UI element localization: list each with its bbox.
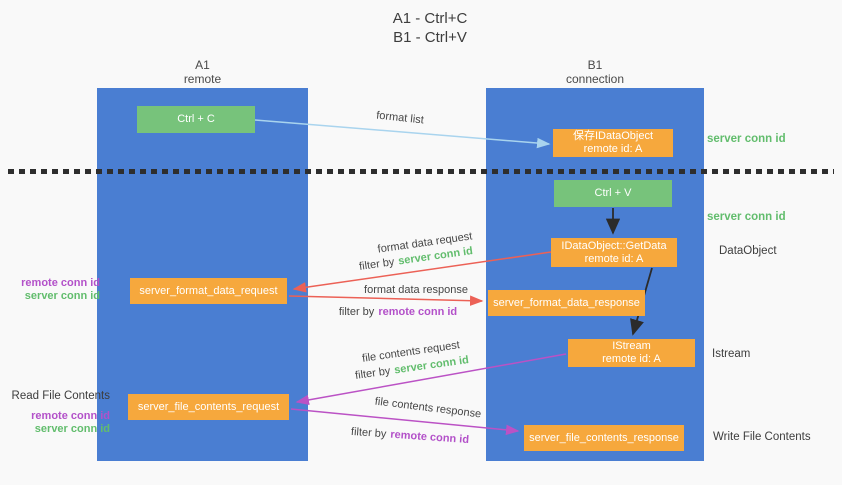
dotted-divider [8, 169, 834, 174]
lane-b-name: B1 [587, 58, 603, 72]
node-server-format-data-request: server_format_data_request [130, 278, 287, 304]
remote-conn-id-text: remote conn id [378, 306, 458, 318]
remote-conn-id-text: remote conn id [389, 428, 470, 447]
label-server-conn-id-mid: server conn id [707, 211, 786, 223]
lane-a-header: A1 remote [97, 58, 308, 86]
node-idataobject-getdata-line2: remote id: A [584, 252, 644, 265]
node-ctrl-c-label: Ctrl + C [177, 113, 215, 125]
node-server-format-data-request-label: server_format_data_request [139, 284, 278, 297]
lane-b-header: B1 connection [486, 58, 704, 86]
lane-a-name: A1 [195, 58, 210, 72]
node-idataobject-getdata-line1: IDataObject::GetData [561, 239, 667, 252]
node-istream-line2: remote id: A [602, 353, 661, 365]
node-server-file-contents-response: server_file_contents_response [524, 425, 684, 451]
lane-b-subtitle: connection [565, 72, 625, 86]
filter-by-text: filter by [350, 425, 387, 441]
title-line-2: B1 - Ctrl+V [393, 29, 467, 46]
label-format-list: format list [375, 109, 425, 127]
node-server-file-contents-response-label: server_file_contents_response [529, 431, 679, 444]
label-istream: Istream [712, 348, 751, 360]
node-server-file-contents-request: server_file_contents_request [128, 394, 289, 420]
node-ctrl-c: Ctrl + C [137, 106, 255, 133]
node-server-format-data-response-label: server_format_data_response [493, 296, 640, 309]
label-file-contents-response: file contents response [374, 395, 482, 421]
filter-by-text: filter by [358, 256, 396, 273]
label-server-conn-id-top: server conn id [707, 133, 786, 145]
arrow-file-contents-response [290, 408, 520, 436]
label-format-data-response: format data response [364, 284, 468, 296]
lane-a-subtitle: remote [183, 72, 222, 86]
node-save-idataobject-line2: remote id: A [583, 143, 643, 155]
node-idataobject-getdata: IDataObject::GetData remote id: A [551, 238, 677, 267]
label-group-read-file: Read File Contents remote conn id server… [8, 390, 110, 436]
node-save-idataobject-line1: 保存IDataObject [572, 130, 654, 142]
label-server-conn-id: server conn id [34, 423, 110, 435]
node-ctrl-v: Ctrl + V [554, 180, 672, 207]
label-remote-conn-id: remote conn id [21, 277, 100, 289]
node-istream: IStream remote id: A [568, 339, 695, 367]
label-server-conn-id: server conn id [24, 290, 100, 302]
label-remote-conn-id: remote conn id [31, 410, 110, 422]
page-title: A1 - Ctrl+C B1 - Ctrl+V [280, 9, 580, 47]
node-ctrl-v-label: Ctrl + V [594, 187, 632, 199]
node-save-idataobject: 保存IDataObject remote id: A [553, 129, 673, 157]
node-server-file-contents-request-label: server_file_contents_request [137, 400, 280, 413]
arrow-format-data-response [288, 295, 484, 306]
title-line-1: A1 - Ctrl+C [392, 10, 468, 27]
filter-by-text: filter by [354, 365, 392, 382]
node-server-format-data-response: server_format_data_response [488, 290, 645, 316]
label-group-conn-ids-1: remote conn id server conn id [8, 277, 100, 303]
label-dataobject: DataObject [719, 245, 777, 257]
label-write-file-contents: Write File Contents [713, 431, 811, 443]
label-read-file-contents: Read File Contents [11, 390, 110, 402]
filter-by-text: filter by [338, 306, 375, 318]
node-istream-line1: IStream [612, 340, 651, 352]
